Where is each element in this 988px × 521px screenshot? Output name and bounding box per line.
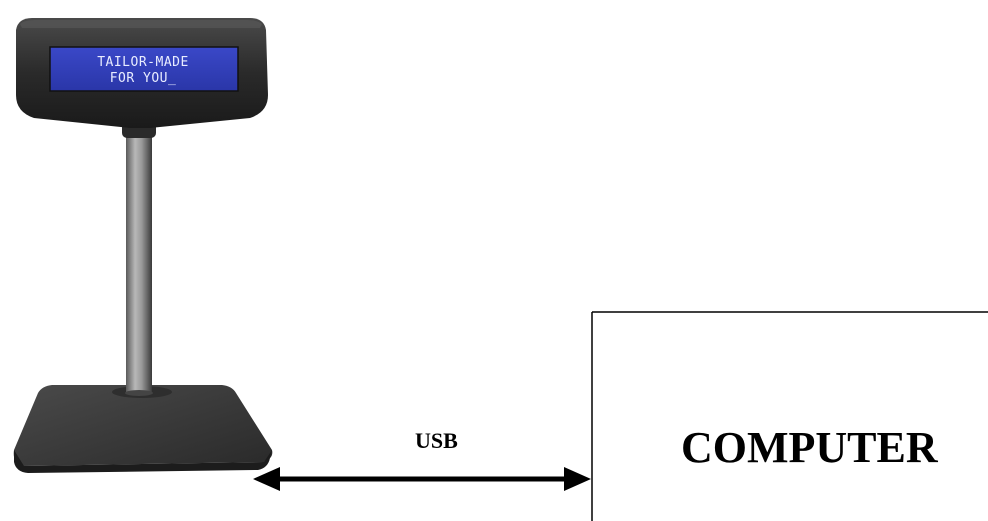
pole-display-image: TAILOR-MADE FOR YOU_ xyxy=(13,18,273,473)
display-base xyxy=(13,385,273,473)
display-head: TAILOR-MADE FOR YOU_ xyxy=(16,18,268,128)
arrowhead-left-icon xyxy=(253,467,280,491)
computer-box xyxy=(591,311,988,521)
arrowhead-right-icon xyxy=(564,467,591,491)
usb-connection-arrow xyxy=(253,467,591,491)
display-pole xyxy=(122,120,156,396)
lcd-line-1: TAILOR-MADE xyxy=(97,55,189,70)
usb-label: USB xyxy=(415,428,458,453)
lcd-line-2: FOR YOU_ xyxy=(110,71,177,86)
computer-label: COMPUTER xyxy=(681,423,939,472)
lcd-screen xyxy=(50,47,238,91)
